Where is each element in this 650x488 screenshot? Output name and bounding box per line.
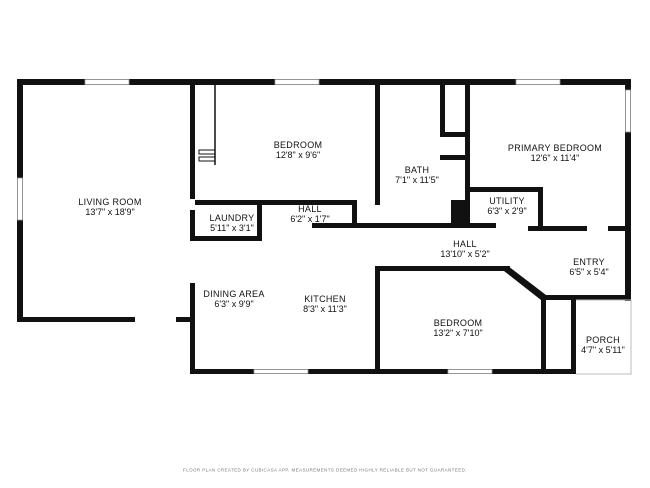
room-laundry-name: LAUNDRY (209, 213, 255, 223)
room-hall-small-dims: 6'2" x 1'7" (290, 214, 330, 224)
room-entry-name: ENTRY (573, 257, 605, 267)
wall-entry-bottom (542, 295, 631, 300)
wall-closet-a-bottom (440, 132, 470, 137)
room-hall-small: HALL 6'2" x 1'7" (290, 204, 329, 224)
wall-utility-bottom (528, 226, 543, 231)
wall-top (17, 79, 631, 85)
room-porch-dims: 4'7" x 5'11" (581, 345, 625, 355)
room-primary-bedroom-dims: 12'6" x 11'4" (530, 153, 580, 163)
wall-utility-top (465, 187, 543, 192)
room-utility: UTILITY 6'3" x 2'9" (487, 196, 526, 216)
window-primary-top (515, 79, 561, 85)
room-bedroom-bottom-dims: 13'2" x 7'10" (433, 328, 483, 338)
wall-laundry-right (257, 205, 262, 241)
room-primary-bedroom: PRIMARY BEDROOM 12'6" x 11'4" (508, 143, 602, 163)
room-dining-area-dims: 6'3" x 9'9" (214, 299, 254, 309)
room-living-room-name: LIVING ROOM (78, 197, 142, 207)
room-kitchen: KITCHEN 8'3" x 11'3" (303, 294, 347, 314)
room-bath-dims: 7'1" x 11'5" (395, 175, 439, 185)
wall-laundry-left (190, 210, 195, 241)
wall-bedroom-bottom (195, 200, 357, 205)
room-laundry: LAUNDRY 5'11" x 3'1" (210, 213, 255, 233)
room-bedroom-top-dims: 12'8" x 9'6" (275, 150, 321, 160)
room-primary-bedroom-name: PRIMARY BEDROOM (507, 143, 603, 153)
room-dining-area-name: DINING AREA (203, 289, 265, 299)
room-hall-main-name: HALL (453, 239, 477, 249)
room-living-room-dims: 13'7" x 18'9" (85, 207, 135, 217)
room-living-room: LIVING ROOM 13'7" x 18'9" (78, 197, 141, 217)
wall-porch-left (571, 297, 576, 374)
floor-plan-disclaimer: FLOOR PLAN CREATED BY CUBICASA APP. MEAS… (183, 467, 467, 473)
room-porch: PORCH 4'7" x 5'11" (581, 335, 625, 355)
wall-dining-left (190, 283, 195, 374)
wall-laundry-door-jamb2 (198, 156, 216, 162)
wall-hall-bottom (312, 223, 496, 228)
wall-bedroom2-right (541, 295, 546, 374)
room-bath-name: BATH (404, 165, 430, 175)
wall-laundry-door-jamb (198, 149, 216, 155)
room-hall-small-name: HALL (298, 204, 322, 214)
wall-bedroom2-left (375, 266, 380, 374)
window-primary-right (625, 89, 631, 133)
room-utility-dims: 6'3" x 2'9" (487, 206, 527, 216)
window-bedroom2-bottom (447, 369, 493, 374)
wall-primary-bottom (543, 226, 587, 231)
room-bedroom-bottom: BEDROOM 13'2" x 7'10" (433, 318, 482, 338)
room-bedroom-bottom-name: BEDROOM (433, 318, 483, 328)
wall-bottom (190, 369, 576, 374)
wall-dining-stub (176, 317, 195, 322)
room-hall-main: HALL 13'10" x 5'2" (440, 239, 489, 259)
room-kitchen-dims: 8'3" x 11'3" (303, 304, 347, 314)
window-living-left (17, 177, 23, 221)
room-hall-main-dims: 13'10" x 5'2" (440, 249, 490, 259)
wall-bedroom-right (375, 79, 380, 205)
window-bedroom-top (274, 79, 320, 85)
room-bedroom-top: BEDROOM 12'8" x 9'6" (274, 140, 323, 160)
wall-hall-stub (352, 205, 357, 225)
windows (17, 79, 631, 374)
wall-closet-a-left (440, 85, 445, 135)
porch-outline (576, 299, 632, 375)
wall-bedroom2-angle (504, 266, 546, 300)
wall-living-bottom (17, 317, 135, 322)
wall-utility-right (538, 187, 543, 231)
window-living-top (84, 79, 130, 85)
wall-laundry-bottom (195, 236, 262, 241)
room-entry: ENTRY 6'5" x 5'4" (569, 257, 608, 277)
room-dining-area: DINING AREA 6'3" x 9'9" (203, 289, 264, 309)
wall-bedroom2-top (375, 266, 510, 271)
wall-right-upper (625, 79, 631, 301)
wall-entry-right-stub (608, 226, 631, 231)
window-dining-bottom (253, 369, 309, 374)
room-porch-name: PORCH (585, 335, 620, 345)
room-laundry-dims: 5'11" x 3'1" (210, 223, 254, 233)
interior-walls (190, 79, 631, 374)
room-utility-name: UTILITY (489, 196, 525, 206)
wall-bath-fixture (451, 200, 467, 227)
room-bedroom-top-name: BEDROOM (273, 140, 323, 150)
room-bath: BATH 7'1" x 11'5" (395, 165, 439, 185)
room-entry-dims: 6'5" x 5'4" (569, 267, 609, 277)
wall-living-right (190, 79, 195, 199)
wall-closet-b-bottom (440, 155, 470, 160)
room-kitchen-name: KITCHEN (304, 294, 346, 304)
